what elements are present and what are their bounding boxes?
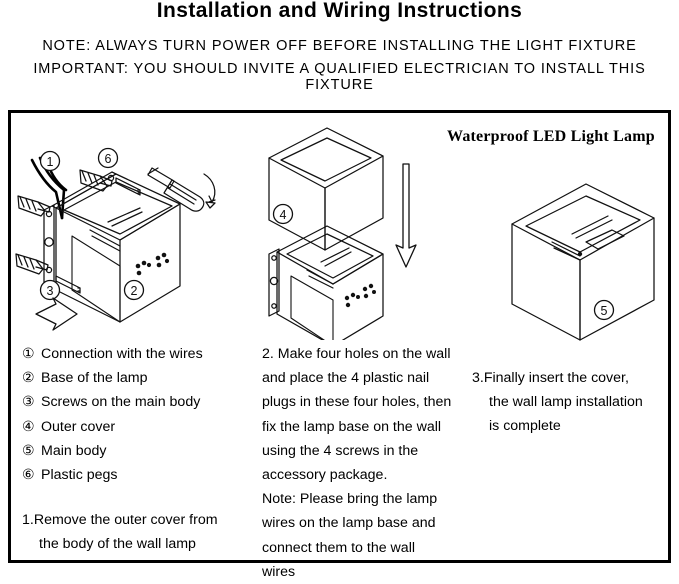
step-3-line-1: 3.Finally insert the cover, xyxy=(472,370,629,386)
legend-number: ⑥ xyxy=(22,467,35,484)
svg-text:5: 5 xyxy=(601,304,608,318)
legend-number: ③ xyxy=(22,394,35,411)
svg-text:1: 1 xyxy=(47,155,54,169)
note-power-off: NOTE: ALWAYS TURN POWER OFF BEFORE INSTA… xyxy=(42,38,637,54)
plastic-peg-icon-2 xyxy=(17,195,51,217)
svg-text:6: 6 xyxy=(105,152,112,166)
direction-arrow-icon xyxy=(35,297,78,331)
legend-number: ② xyxy=(22,370,35,387)
rotate-arrow-icon xyxy=(203,173,216,209)
step-2-line: connect them to the wall xyxy=(262,539,415,556)
screwdriver-icon xyxy=(147,167,205,212)
legend-item: ④ Outer cover xyxy=(22,415,260,439)
note-electrician: IMPORTANT: YOU SHOULD INVITE A QUALIFIED… xyxy=(33,61,646,93)
legend-number: ⑤ xyxy=(22,442,35,459)
step-3-text: 3.Finally insert the cover, the wall lam… xyxy=(472,366,672,439)
legend-label: Screws on the main body xyxy=(41,394,201,411)
step-2-line: Note: Please bring the lamp xyxy=(262,491,438,508)
step-2-text: 2. Make four holes on the wall and place… xyxy=(262,342,467,584)
step-3-line-2: the wall lamp installation xyxy=(489,394,643,411)
screw-icon-top xyxy=(115,177,141,196)
step-2-line: and place the 4 plastic nail xyxy=(262,370,430,387)
page-title: Installation and Wiring Instructions xyxy=(156,0,523,22)
svg-text:4: 4 xyxy=(280,208,287,222)
svg-text:2: 2 xyxy=(131,284,138,298)
legend-label: Base of the lamp xyxy=(41,370,148,387)
legend-item: ⑥ Plastic pegs xyxy=(22,463,260,487)
step-2-line: accessory package. xyxy=(262,467,388,484)
diagram-cover-and-base: 4 xyxy=(268,127,417,340)
step-2-line: using the 4 screws in the xyxy=(262,442,419,459)
legend-label: Plastic pegs xyxy=(41,467,118,484)
legend-item: ② Base of the lamp xyxy=(22,366,260,390)
step-1-line-2: the body of the wall lamp xyxy=(39,536,196,553)
step-2-line: 2. Make four holes on the wall xyxy=(262,346,451,362)
step-1-line-1: 1.Remove the outer cover from xyxy=(22,512,218,529)
instruction-frame xyxy=(8,110,671,563)
plastic-peg-icon-3 xyxy=(15,253,49,275)
legend-label: Connection with the wires xyxy=(41,346,203,362)
legend-item: ⑤ Main body xyxy=(22,439,260,463)
legend-label: Outer cover xyxy=(41,418,116,435)
step-2-line: wires xyxy=(262,563,296,580)
step-3-line-3: is complete xyxy=(489,418,561,435)
legend-item: ① Connection with the wires xyxy=(22,342,260,366)
step-2-line: plugs in these four holes, then xyxy=(262,394,452,411)
screw-dots-mid xyxy=(344,283,376,308)
diagram-assembled-lamp: 5 xyxy=(511,183,655,341)
screw-dots xyxy=(135,252,170,276)
legend-label: Main body xyxy=(41,442,107,459)
step-2-line: fix the lamp base on the wall xyxy=(262,418,442,435)
legend-item: ③ Screws on the main body xyxy=(22,390,260,414)
insert-arrow-icon xyxy=(395,163,417,268)
step-2-line: wires on the lamp base and xyxy=(262,515,436,532)
svg-text:3: 3 xyxy=(47,284,54,298)
legend-number: ① xyxy=(22,346,35,362)
legend-column: ① Connection with the wires ② Base of the … xyxy=(22,342,260,557)
diagram-lamp-base-exploded: 1 6 xyxy=(15,147,216,331)
product-name: Waterproof LED Light Lamp xyxy=(447,128,655,145)
step-1-text: 1.Remove the outer cover from the body o… xyxy=(22,508,260,556)
legend-number: ④ xyxy=(22,418,35,435)
